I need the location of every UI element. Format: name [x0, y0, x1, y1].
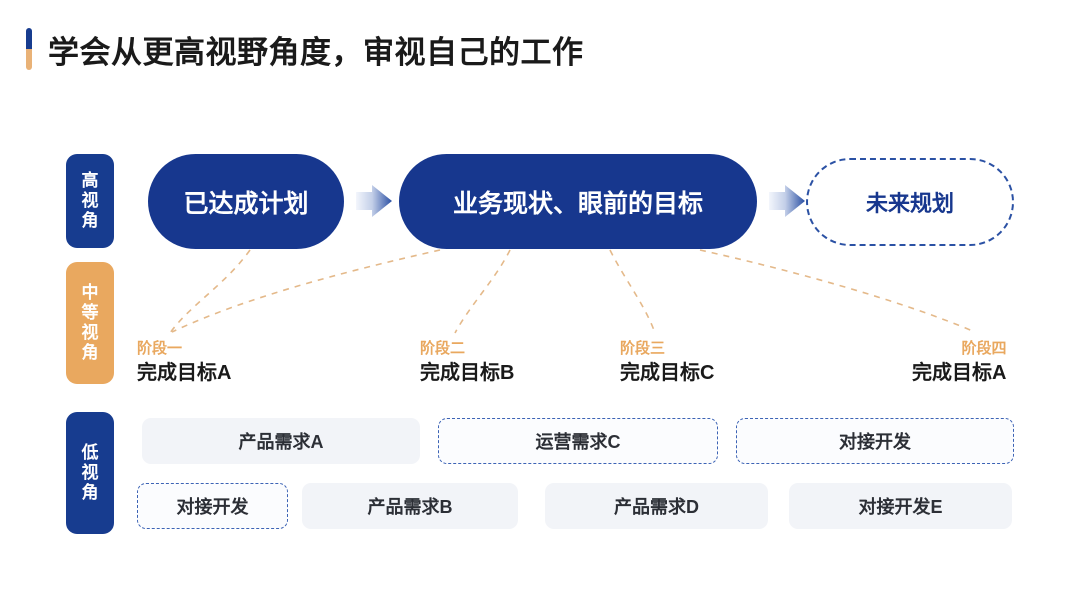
- task-chip-dev-handoff-e[interactable]: 对接开发E: [789, 483, 1012, 529]
- task-chip-operation-requirement-c-label: 运营需求C: [535, 432, 621, 452]
- stage-4-kicker: 阶段四: [961, 340, 1007, 357]
- stage-item-1: 阶段一 完成目标A: [137, 340, 231, 385]
- title-accent-bar: [26, 28, 32, 70]
- perspective-label-high-text: 高视角: [81, 170, 99, 231]
- stage-item-2: 阶段二 完成目标B: [420, 340, 514, 385]
- flow-node-future-plan-label: 未来规划: [865, 191, 954, 216]
- task-chip-product-requirement-b-label: 产品需求B: [367, 497, 453, 517]
- task-chip-dev-handoff-row2[interactable]: 对接开发: [137, 483, 288, 529]
- flow-node-current-goal-label: 业务现状、眼前的目标: [452, 189, 703, 218]
- flow-node-future-plan[interactable]: 未来规划: [806, 158, 1014, 246]
- task-chip-product-requirement-d[interactable]: 产品需求D: [545, 483, 768, 529]
- stage-2-title: 完成目标B: [420, 362, 515, 385]
- task-chip-dev-handoff-row2-label: 对接开发: [176, 497, 249, 517]
- stage-2-kicker: 阶段二: [420, 340, 466, 357]
- flow-node-achieved-plan[interactable]: 已达成计划: [148, 154, 344, 249]
- stage-4-title: 完成目标A: [912, 362, 1007, 385]
- task-chip-product-requirement-a[interactable]: 产品需求A: [142, 418, 420, 464]
- page-title-text: 学会从更高视野角度，审视自己的工作: [48, 34, 584, 70]
- stage-3-title: 完成目标C: [620, 362, 715, 385]
- stage-1-title: 完成目标A: [137, 362, 232, 385]
- task-chip-product-requirement-b[interactable]: 产品需求B: [302, 483, 518, 529]
- task-chip-dev-handoff-e-label: 对接开发E: [858, 497, 943, 517]
- task-chip-dev-handoff-row1-label: 对接开发: [839, 432, 911, 452]
- perspective-label-low-text: 低视角: [81, 442, 99, 503]
- flow-node-current-goal[interactable]: 业务现状、眼前的目标: [399, 154, 757, 249]
- flow-node-achieved-plan-label: 已达成计划: [183, 189, 309, 218]
- page-title: 学会从更高视野角度，审视自己的工作: [26, 26, 584, 72]
- arrow-current-to-future-icon: [767, 183, 807, 219]
- perspective-label-medium: 中等视角: [66, 262, 114, 384]
- perspective-label-low: 低视角: [66, 412, 114, 534]
- task-chip-dev-handoff-row1[interactable]: 对接开发: [736, 418, 1014, 464]
- stage-3-kicker: 阶段三: [620, 340, 666, 357]
- stage-item-3: 阶段三 完成目标C: [620, 340, 714, 385]
- stage-1-kicker: 阶段一: [137, 340, 183, 357]
- perspective-label-medium-text: 中等视角: [81, 282, 99, 363]
- perspective-label-high: 高视角: [66, 154, 114, 248]
- task-chip-product-requirement-a-label: 产品需求A: [238, 432, 324, 452]
- arrow-plan-to-current-icon: [354, 183, 394, 219]
- stage-item-4: 阶段四 完成目标A: [912, 340, 1006, 385]
- task-chip-product-requirement-d-label: 产品需求D: [614, 497, 699, 517]
- task-chip-operation-requirement-c[interactable]: 运营需求C: [438, 418, 718, 464]
